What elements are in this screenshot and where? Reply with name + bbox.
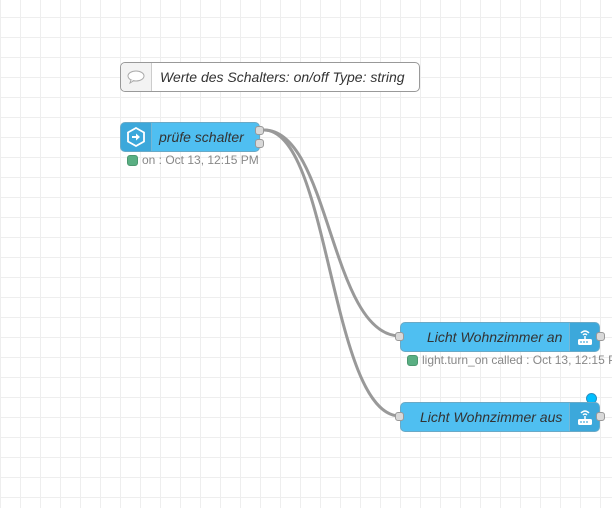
node-label: Licht Wohnzimmer an [427,329,563,345]
node-licht-an[interactable]: Licht Wohnzimmer an [400,322,600,352]
node-status: on : Oct 13, 12:15 PM [127,153,259,167]
node-label: prüfe schalter [159,129,244,145]
output-port[interactable] [596,412,605,421]
wire-on[interactable] [263,128,401,338]
input-port[interactable] [395,332,404,341]
node-pruefe-schalter[interactable]: prüfe schalter [120,122,260,152]
router-service-icon [569,323,599,351]
node-status: light.turn_on called : Oct 13, 12:15 PM [407,353,612,367]
input-port[interactable] [395,412,404,421]
status-dot-icon [127,154,138,166]
output-port-2[interactable] [255,139,264,148]
node-licht-aus[interactable]: Licht Wohnzimmer aus [400,402,600,432]
home-assistant-state-icon [121,123,152,151]
status-dot-icon [407,354,418,366]
status-text: on : Oct 13, 12:15 PM [142,153,259,167]
output-port-1[interactable] [255,126,264,135]
output-port[interactable] [596,332,605,341]
status-text: light.turn_on called : Oct 13, 12:15 PM [422,353,612,367]
node-label: Licht Wohnzimmer aus [420,409,563,425]
comment-node[interactable]: Werte des Schalters: on/off Type: string [120,62,420,92]
comment-bubble-icon [121,63,152,91]
router-service-icon [569,403,599,431]
wire-off[interactable] [263,128,401,418]
comment-label: Werte des Schalters: on/off Type: string [160,69,405,85]
